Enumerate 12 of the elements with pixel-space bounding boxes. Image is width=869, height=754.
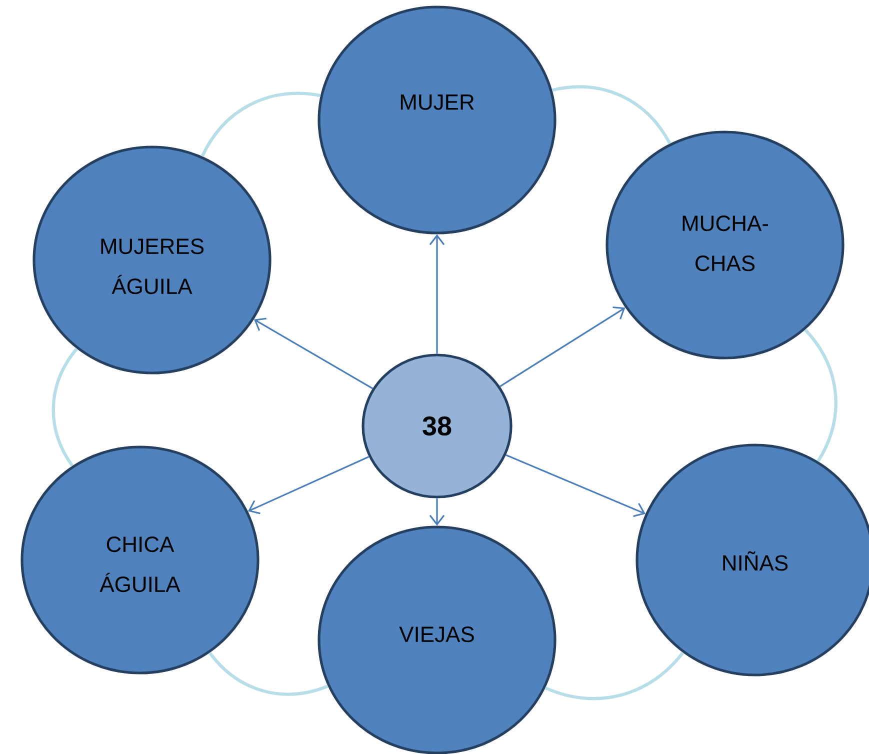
arrow <box>429 234 445 354</box>
arrow <box>248 456 370 514</box>
arrow <box>506 454 646 518</box>
connector-arc <box>544 652 684 700</box>
connector-arc <box>208 652 328 696</box>
connector-arc <box>200 92 321 158</box>
arrow <box>500 306 626 388</box>
arrow <box>254 318 374 390</box>
connector-arc <box>804 328 838 462</box>
connector-arc <box>52 348 78 467</box>
arrow <box>429 498 445 526</box>
connector-arc <box>552 85 672 144</box>
